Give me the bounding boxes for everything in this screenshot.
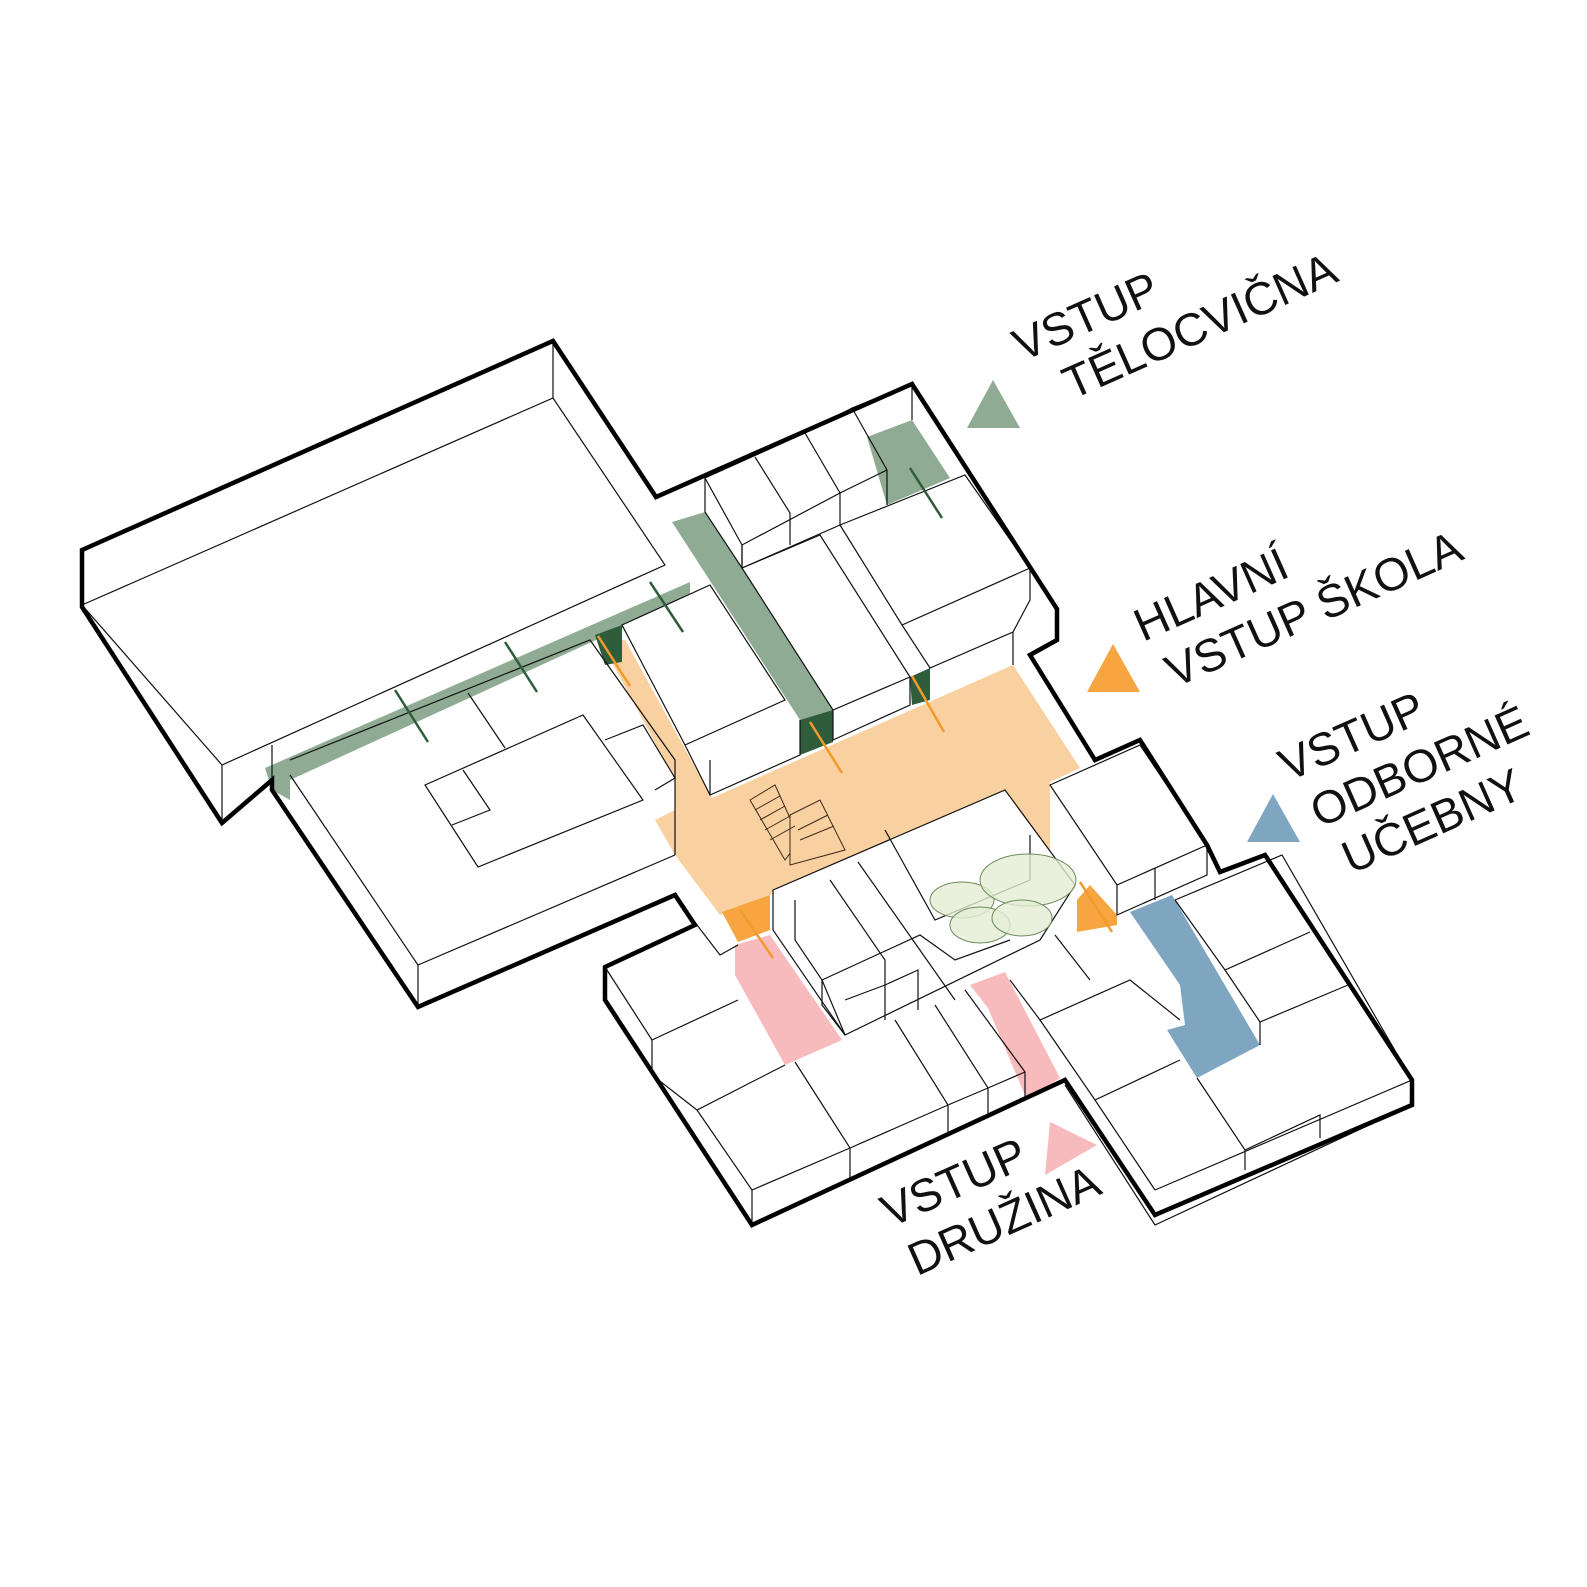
zones [265,420,1260,1100]
label-main-entrance: HLAVNÍ VSTUP ŠKOLA [1087,470,1470,702]
gym-roof [81,397,666,766]
svg-text:VSTUP TĚLOCVIČNA: VSTUP TĚLOCVIČNA [1005,192,1345,422]
afterschool-entrance-triangle-icon [1045,1122,1097,1175]
svg-text:VSTUP DRUŽINA: VSTUP DRUŽINA [873,1104,1108,1287]
green-corridor-top [867,420,950,505]
building-outline [79,338,1415,1228]
label-afterschool-entrance: VSTUP DRUŽINA [873,1104,1108,1287]
svg-text:HLAVNÍ VSTUP ŠKOLA: HLAVNÍ VSTUP ŠKOLA [1126,470,1470,702]
green-corridor-gym [265,582,690,800]
pink-corridor-right [970,972,1060,1100]
svg-text:VSTUP ODBORNÉ UČEB: VSTUP ODBORNÉ UČEBNY [1271,640,1570,892]
circulation-arrows [393,467,1114,959]
labs-entrance-triangle-icon [1247,794,1300,842]
staircase-icon [749,784,846,866]
blue-corridor [1130,895,1260,1078]
pink-corridor-left [735,935,842,1065]
building-lines [81,341,1413,1226]
gym-entrance-triangle-icon [967,380,1020,428]
trees-icon [929,853,1077,944]
orange-main-hall [600,640,1080,915]
green-door-3 [910,668,930,705]
main-entrance-triangle-icon [1087,644,1140,692]
label-gym-entrance: VSTUP TĚLOCVIČNA [967,192,1345,428]
green-door-1 [595,625,622,665]
label-labs-entrance: VSTUP ODBORNÉ UČEBNY [1247,640,1570,892]
